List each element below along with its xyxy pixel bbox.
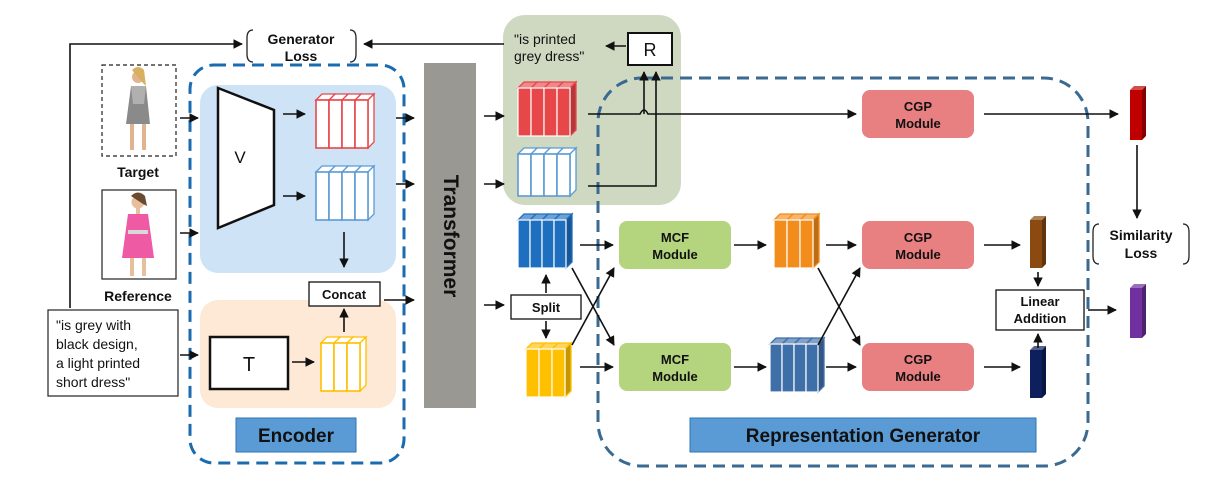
- concat-label: Concat: [322, 287, 367, 302]
- query-text-line-4: short dress": [56, 374, 130, 390]
- cgp-bottom-label-1: CGP: [904, 352, 933, 367]
- similarity-loss-label-2: Loss: [1125, 245, 1158, 261]
- output-vector-navy: [1030, 346, 1046, 398]
- mcf-top-label-2: Module: [652, 247, 698, 262]
- output-vector-brown: [1030, 216, 1046, 268]
- similarity-loss-box: [1092, 223, 1190, 265]
- linear-addition-box: [995, 289, 1085, 331]
- feature-stack-text-yellow: [319, 335, 368, 393]
- feature-stack-visual-blue: [314, 164, 376, 222]
- transformer-label: Transformer: [439, 175, 462, 298]
- representation-generator-boundary: [596, 76, 1090, 468]
- target-image: [101, 64, 177, 157]
- encoder-boundary: [188, 63, 406, 465]
- generator-loss-box: [246, 29, 357, 63]
- retrieval-block: [627, 32, 673, 66]
- output-vector-purple: [1130, 284, 1146, 338]
- split-box: [510, 294, 582, 320]
- feature-stack-target-red: [516, 80, 578, 138]
- encoder-label-box: [235, 417, 357, 453]
- feature-stack-target-blue: [516, 146, 578, 198]
- cgp-bottom-label-2: Module: [895, 369, 941, 384]
- cgp-module-bottom: [862, 343, 974, 391]
- similarity-loss-label-1: Similarity: [1109, 227, 1172, 243]
- generator-loss-label-1: Generator: [268, 31, 335, 47]
- feature-stack-visual-red: [314, 92, 376, 150]
- mcf-module-top: [619, 221, 731, 269]
- feature-stack-mcf-navy: [768, 336, 826, 394]
- mcf-top-label-1: MCF: [661, 230, 689, 245]
- query-text-line-2: black design,: [56, 336, 138, 352]
- cgp-top-label-1: CGP: [904, 99, 933, 114]
- arrows: [69, 39, 1142, 372]
- mcf-module-bottom: [619, 343, 731, 391]
- cgp-top-label-2: Module: [895, 116, 941, 131]
- reference-image: [101, 189, 177, 280]
- linear-addition-label-1: Linear: [1020, 294, 1059, 309]
- mcf-bottom-label-2: Module: [652, 369, 698, 384]
- representation-generator-label: Representation Generator: [746, 426, 981, 447]
- cgp-middle-label-1: CGP: [904, 230, 933, 245]
- feature-stack-query-blue: [516, 212, 574, 270]
- query-text-line-1: "is grey with: [56, 317, 131, 333]
- target-caption-line-2: grey dress": [514, 48, 584, 64]
- cgp-middle-label-2: Module: [895, 247, 941, 262]
- feature-stack-mcf-orange: [772, 212, 821, 270]
- reference-label: Reference: [104, 288, 172, 304]
- feature-stack-query-yellow: [524, 341, 573, 399]
- query-text-box: [47, 309, 179, 397]
- transformer-block: [424, 63, 476, 408]
- encoder-label: Encoder: [258, 426, 335, 447]
- output-vector-red: [1130, 86, 1146, 140]
- text-encoder-block: [208, 335, 290, 391]
- text-encoder-label: T: [243, 354, 255, 376]
- retrieval-block-label: R: [644, 40, 657, 60]
- target-label: Target: [117, 164, 159, 180]
- generator-loss-label-2: Loss: [285, 48, 318, 64]
- concat-box: [308, 281, 381, 307]
- split-label: Split: [532, 300, 561, 315]
- query-text-line-3: a light printed: [56, 355, 140, 371]
- mcf-bottom-label-1: MCF: [661, 352, 689, 367]
- visual-encoder-label: V: [234, 148, 246, 167]
- linear-addition-label-2: Addition: [1014, 311, 1067, 326]
- representation-generator-label-box: [689, 417, 1037, 453]
- visual-encoder-block: [216, 86, 276, 230]
- cgp-module-middle: [862, 221, 974, 269]
- target-caption-line-1: "is printed: [514, 31, 576, 47]
- cgp-module-top: [862, 90, 974, 138]
